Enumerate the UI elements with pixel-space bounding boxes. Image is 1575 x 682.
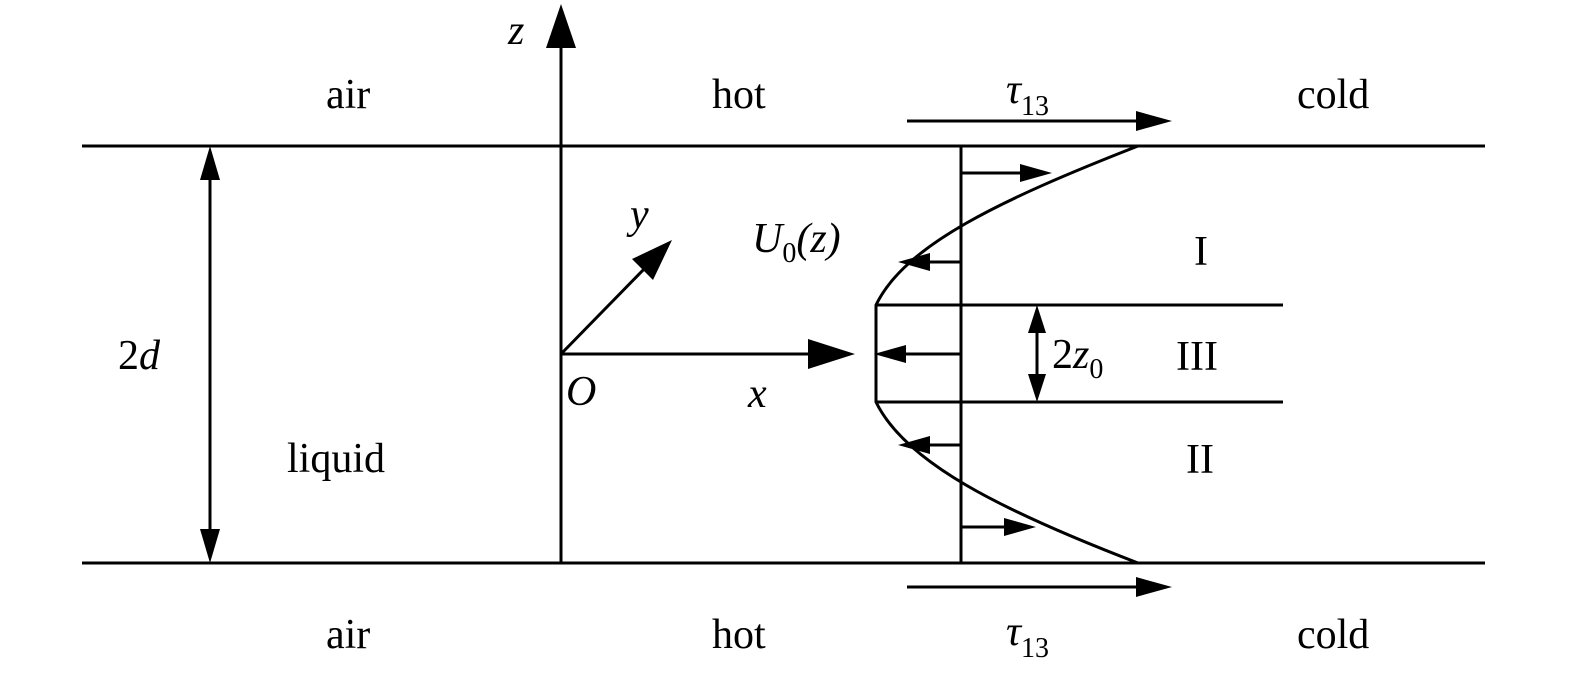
profile-argument: (z) (796, 216, 840, 262)
air-bottom-label: air (326, 612, 370, 658)
tau-bottom-label: τ13 (1006, 609, 1049, 664)
tau-top-subscript: 13 (1021, 91, 1049, 122)
z-axis-arrowhead (546, 4, 576, 48)
velocity-arrowhead-middle (874, 345, 906, 363)
y-axis-line (559, 263, 650, 356)
profile-U: U (752, 216, 785, 262)
band-var: z (1072, 332, 1089, 378)
velocity-arrowhead-lower (898, 436, 930, 454)
band-arrowhead-bottom (1028, 374, 1046, 402)
shear-arrowhead-top (1136, 111, 1172, 131)
thickness-var: d (139, 333, 161, 379)
thickness-label: 2d (118, 333, 161, 379)
band-label: 2z0 (1052, 332, 1103, 385)
velocity-arrowhead-bottom (1004, 518, 1036, 536)
origin-label: O (566, 369, 596, 415)
shear-arrowhead-bottom (1136, 577, 1172, 597)
band-subscript: 0 (1089, 354, 1103, 385)
x-axis-label: x (747, 371, 767, 417)
tau-bottom-symbol: τ (1006, 609, 1023, 655)
region-II-label: II (1186, 437, 1214, 483)
y-axis-arrowhead (632, 240, 672, 280)
hot-bottom-label: hot (712, 612, 766, 658)
region-I-label: I (1194, 229, 1208, 275)
band-coef: 2 (1052, 332, 1073, 378)
tau-top-symbol: τ (1006, 67, 1023, 113)
cold-top-label: cold (1297, 72, 1369, 118)
thickness-arrowhead-bottom (200, 529, 220, 563)
liquid-label: liquid (287, 436, 385, 482)
thickness-coef: 2 (118, 333, 139, 379)
y-axis-label: y (626, 192, 649, 238)
velocity-arrowhead-top (1020, 164, 1052, 182)
x-axis-arrowhead (808, 339, 855, 369)
cold-bottom-label: cold (1297, 612, 1369, 658)
profile-subscript: 0 (782, 238, 796, 269)
tau-top-label: τ13 (1006, 67, 1049, 122)
tau-bottom-subscript: 13 (1021, 633, 1049, 664)
z-axis-label: z (507, 8, 524, 54)
profile-label: U0(z) (752, 216, 841, 269)
velocity-arrowhead-upper (898, 253, 930, 271)
thickness-arrowhead-top (200, 146, 220, 180)
hot-top-label: hot (712, 72, 766, 118)
band-arrowhead-top (1028, 305, 1046, 333)
air-top-label: air (326, 72, 370, 118)
region-III-label: III (1176, 334, 1218, 380)
